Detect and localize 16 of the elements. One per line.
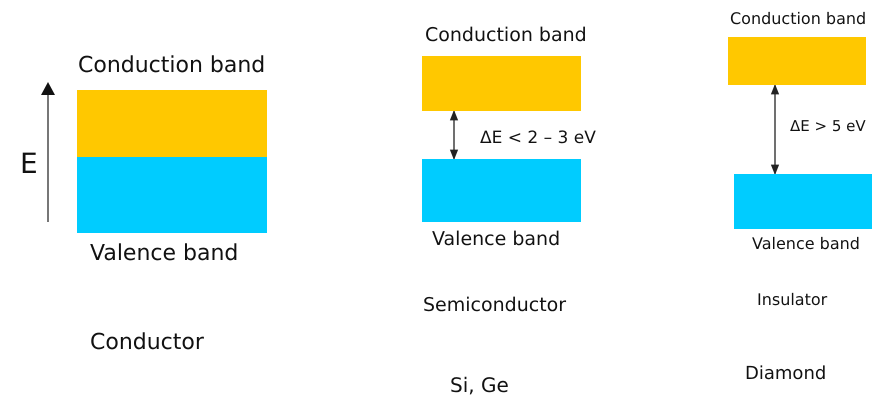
band-label: Conduction band (425, 24, 587, 46)
band-label: Valence band (752, 234, 860, 253)
material-type: Conductor (90, 330, 204, 355)
band-label: Valence band (432, 228, 560, 250)
band-label: Conduction band (78, 53, 266, 78)
edge-label: ΔE > 5 eV (790, 117, 866, 135)
double-arrow (770, 84, 780, 176)
double-arrow (450, 110, 458, 160)
example-materials: Diamond (745, 363, 826, 384)
material-type: Semiconductor (423, 294, 566, 316)
band-label: Valence band (90, 241, 238, 266)
axis-label: E (20, 147, 38, 180)
band-label: Conduction band (730, 9, 866, 28)
example-materials: Si, Ge (450, 373, 509, 397)
edge-label: ΔE < 2 – 3 eV (480, 128, 596, 148)
material-type: Insulator (757, 290, 828, 309)
